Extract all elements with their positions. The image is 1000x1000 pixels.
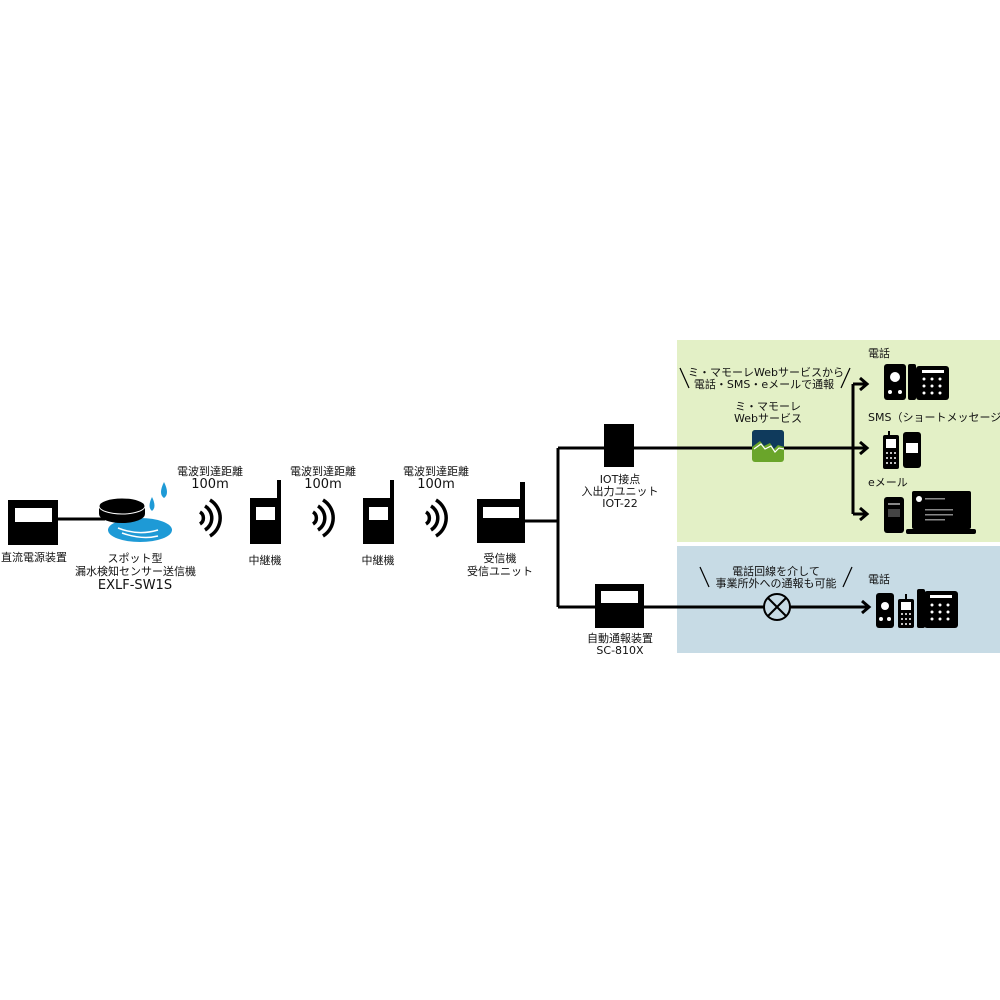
water-drop-icon xyxy=(161,482,167,498)
web-service-name-line1: ミ・マモーレ xyxy=(735,400,801,413)
phone-caption-line1: 電話回線を介して xyxy=(732,565,820,578)
radio-wave-icon xyxy=(311,498,335,538)
phone-line-cross-icon xyxy=(763,593,791,621)
output-phone-label: 電話 xyxy=(868,347,890,360)
iot-label-line1: IOT接点 xyxy=(599,473,641,486)
arrow-to-phone-icon xyxy=(859,376,870,392)
power-supply-icon xyxy=(8,500,58,545)
range-value-1: 100m xyxy=(191,477,229,492)
arrow-to-phone2-icon xyxy=(861,599,872,615)
email-icon xyxy=(884,491,976,534)
web-caption-line1: ミ・マモーレWebサービスから xyxy=(688,366,844,379)
water-drop-icon xyxy=(149,497,155,511)
arrowheads xyxy=(859,376,872,615)
sensor-label-line1: スポット型 xyxy=(107,552,163,565)
auto-dialer-model: SC-810X xyxy=(596,644,644,657)
power-supply-label: 直流電源装置 xyxy=(1,551,67,564)
leak-sensor-icon xyxy=(98,482,172,542)
phone-caption-line2: 事業所外への通報も可能 xyxy=(715,577,837,590)
phone-icon xyxy=(884,364,949,400)
arrow-to-email-icon xyxy=(859,506,870,522)
wireless-waves xyxy=(198,498,448,538)
range-value-3: 100m xyxy=(417,477,455,492)
sensor-model: EXLF-SW1S xyxy=(97,578,173,593)
mimamore-logo-icon xyxy=(752,430,785,462)
relay1-label: 中継機 xyxy=(248,554,282,567)
arrow-to-sms-icon xyxy=(859,440,870,456)
radio-wave-icon xyxy=(424,498,448,538)
range-label-1: 電波到達距離 xyxy=(177,465,243,478)
receiver-label-line2: 受信ユニット xyxy=(467,565,533,578)
relay-icon xyxy=(363,480,394,544)
iot-label-line2: 入出力ユニット xyxy=(581,485,659,498)
receiver-label-line1: 受信機 xyxy=(483,552,517,565)
auto-dialer-label: 自動通報装置 xyxy=(587,632,653,645)
iot-unit-icon xyxy=(604,424,634,467)
relay2-label: 中継機 xyxy=(361,554,395,567)
sensor-label-line2: 漏水検知センサー送信機 xyxy=(75,565,196,578)
phone2-icon xyxy=(876,589,958,628)
output-email-label: eメール xyxy=(868,476,908,489)
caption-brackets xyxy=(679,367,853,588)
sms-icon xyxy=(883,431,921,469)
relay-icon xyxy=(250,480,281,544)
iot-model: IOT-22 xyxy=(602,497,638,510)
radio-wave-icon xyxy=(198,498,222,538)
phone-output-label: 電話 xyxy=(868,573,890,586)
web-service-name-line2: Webサービス xyxy=(734,412,802,425)
receiver-icon xyxy=(477,482,525,543)
range-label-2: 電波到達距離 xyxy=(290,465,356,478)
range-label-3: 電波到達距離 xyxy=(403,465,469,478)
web-caption-line2: 電話・SMS・eメールで通報 xyxy=(693,378,835,391)
range-value-2: 100m xyxy=(304,477,342,492)
output-sms-label: SMS（ショートメッセージ） xyxy=(868,411,1000,424)
auto-dialer-icon xyxy=(595,584,644,628)
